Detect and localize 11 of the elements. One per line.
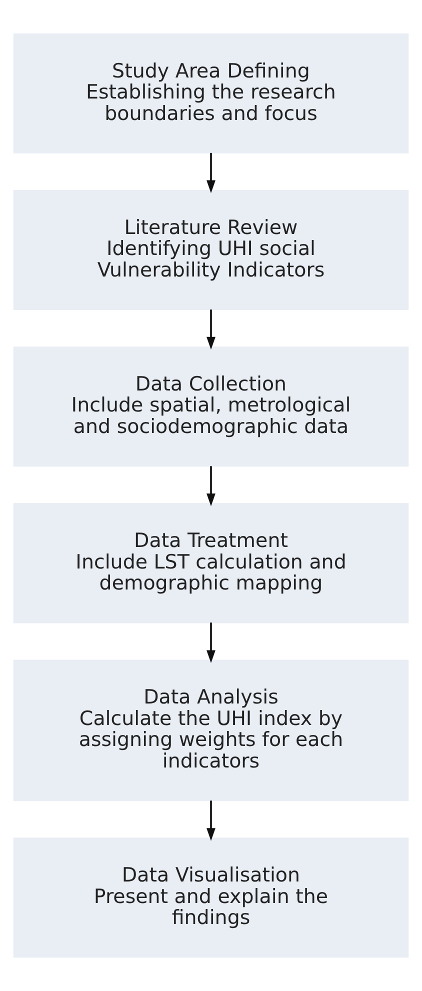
node-box: Study Area Defining Establishing the research boundaries and focus xyxy=(13,33,409,154)
node-box: Literature Review Identifying UHI social Vulnerability Indicators xyxy=(13,190,409,310)
node-box: Data Visualisation Present and explain the findings xyxy=(13,838,409,958)
arrow xyxy=(206,152,216,194)
arrow xyxy=(206,800,216,841)
node-box: Data Analysis Calculate the UHI index by assigning weights for each indicators xyxy=(13,660,409,802)
arrow xyxy=(206,622,216,664)
arrow xyxy=(206,466,216,506)
node-box: Data Collection Include spatial, metrological and sociodemographic data xyxy=(13,346,409,467)
node-box: Data Treatment Include LST calculation and demographic mapping xyxy=(13,503,409,624)
arrow xyxy=(206,310,216,350)
